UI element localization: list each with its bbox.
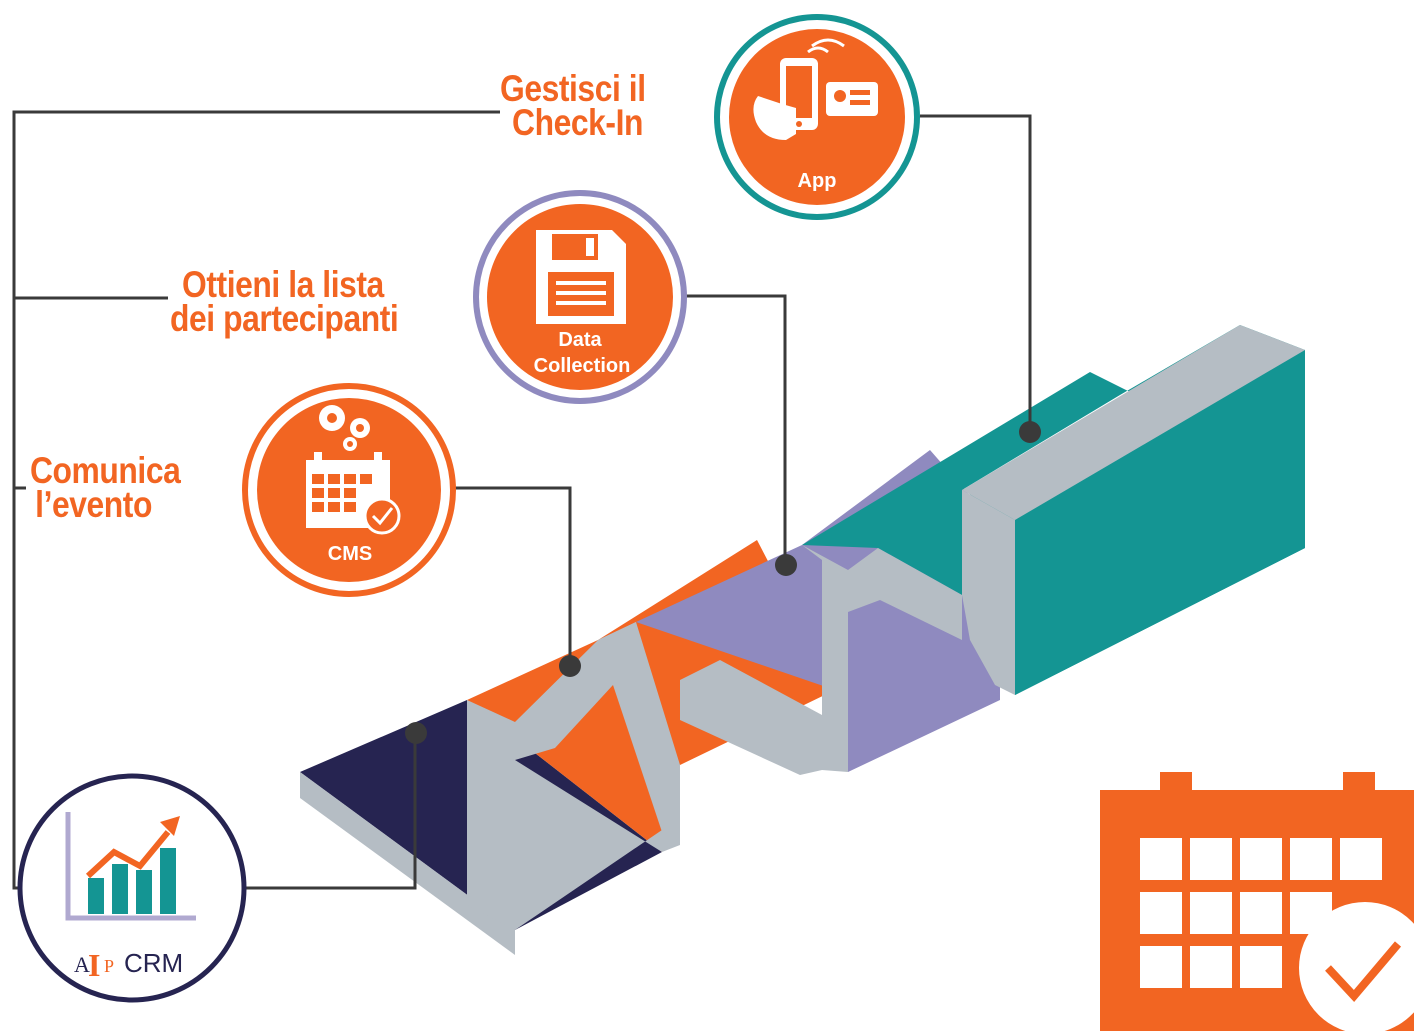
app-badge-label: App [798,170,837,192]
aip-logo: A I P [74,947,114,983]
cms-badge-label: CMS [328,543,372,565]
checkin-step-title: Gestisci il Check-In [500,68,646,143]
data-collection-badge: Data Collection [473,190,687,404]
gears-icon [319,405,370,451]
attendee-list-step-title: Ottieni la lista dei partecipanti [170,264,399,339]
connector-dots [405,421,1041,744]
communicate-title-line2: l’evento [35,484,152,525]
logo-letter-a: A [74,952,90,977]
logo-letter-i: I [88,947,100,983]
attendee-list-title-line2: dei partecipanti [170,298,399,339]
communicate-title-line1: Comunica [30,450,181,491]
crm-badge: A I P CRM [17,773,247,1003]
attendee-list-title-line1: Ottieni la lista [182,264,384,305]
cms-badge: CMS [242,383,456,597]
growth-chart-icon [65,812,196,921]
crm-label: CRM [124,948,183,978]
phone-id-card-icon [753,38,878,140]
calendar-check-icon [1100,772,1414,1031]
app-badge: App [714,14,920,220]
data-collection-label-line2: Collection [534,355,631,377]
communicate-step-title: Comunica l’evento [30,450,181,525]
logo-letter-p: P [104,956,114,976]
data-collection-label-line1: Data [558,329,602,351]
floppy-disk-icon [536,230,626,324]
checkin-title-line2: Check-In [512,102,643,143]
zigzag-wall [467,325,1305,930]
staircase [300,325,1305,955]
calendar-icon [306,452,401,535]
checkin-title-line1: Gestisci il [500,68,646,109]
